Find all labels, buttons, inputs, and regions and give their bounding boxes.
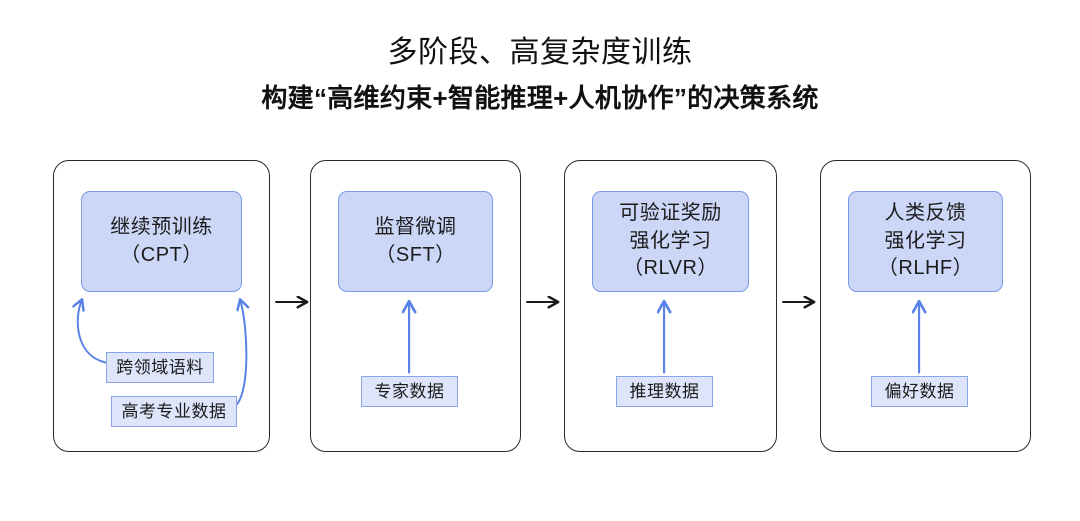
connector-arrow-rlvr-to-rlhf — [782, 290, 823, 314]
page-subtitle: 构建“高维约束+智能推理+人机协作”的决策系统 — [261, 82, 819, 113]
data-source-chip[interactable]: 高考专业数据 — [111, 396, 237, 427]
stage-head-line: 继续预训练 — [110, 215, 213, 238]
arrow-curved-right — [234, 300, 246, 408]
stage-head-line: （SFT） — [375, 243, 456, 266]
connector-arrow-cpt-to-sft — [275, 290, 316, 314]
data-source-chip[interactable]: 专家数据 — [361, 376, 458, 407]
stage-head-line: 强化学习 — [629, 229, 712, 252]
diagram-header: 多阶段、高复杂度训练 构建“高维约束+智能推理+人机协作”的决策系统 — [0, 0, 1080, 114]
stage-head-line: 监督微调 — [374, 215, 457, 238]
stage-container-cpt[interactable]: 继续预训练 （CPT） 跨领域语料 高考专业数据 — [53, 160, 270, 452]
connector-arrow-sft-to-rlvr — [526, 290, 567, 314]
stage-head-sft[interactable]: 监督微调 （SFT） — [338, 191, 493, 292]
training-pipeline: 继续预训练 （CPT） 跨领域语料 高考专业数据 监督微调 （SFT） — [0, 160, 1080, 455]
stage-container-rlvr[interactable]: 可验证奖励 强化学习 （RLVR） 推理数据 — [564, 160, 777, 452]
page-title: 多阶段、高复杂度训练 — [387, 36, 693, 69]
stage-head-rlvr[interactable]: 可验证奖励 强化学习 （RLVR） — [592, 191, 749, 292]
stage-head-line: 可验证奖励 — [619, 202, 722, 225]
data-source-chip[interactable]: 跨领域语料 — [106, 352, 214, 383]
stage-container-sft[interactable]: 监督微调 （SFT） 专家数据 — [310, 160, 521, 452]
data-source-chip[interactable]: 偏好数据 — [871, 376, 968, 407]
stage-head-line: 强化学习 — [884, 229, 967, 252]
stage-head-line: （RLVR） — [623, 257, 718, 280]
arrow-curved-left — [78, 300, 107, 364]
stage-head-rlhf[interactable]: 人类反馈 强化学习 （RLHF） — [848, 191, 1003, 292]
stage-head-cpt[interactable]: 继续预训练 （CPT） — [81, 191, 242, 292]
data-source-chip[interactable]: 推理数据 — [616, 376, 713, 407]
stage-head-line: （CPT） — [120, 243, 203, 266]
stage-head-line: 人类反馈 — [884, 202, 967, 225]
stage-head-line: （RLHF） — [877, 257, 974, 280]
stage-container-rlhf[interactable]: 人类反馈 强化学习 （RLHF） 偏好数据 — [820, 160, 1031, 452]
